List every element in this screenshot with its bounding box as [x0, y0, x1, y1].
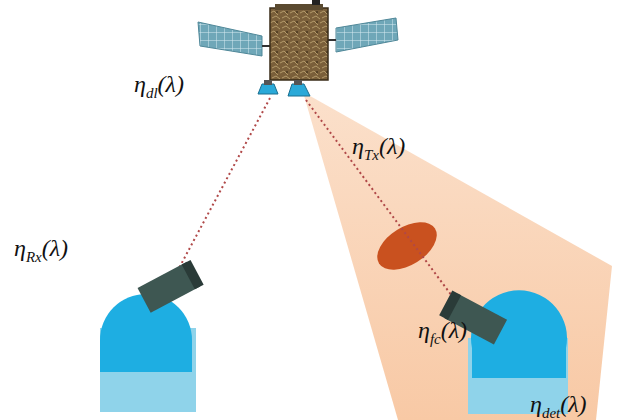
efficiency-label: ηdet(λ): [530, 392, 587, 416]
efficiency-label: ηTx(λ): [352, 134, 405, 158]
efficiency-label: ηfc(λ): [418, 318, 467, 342]
beam-cone: [303, 92, 612, 420]
receiver-telescope: [100, 260, 204, 412]
detector-telescope: [439, 290, 568, 414]
beacon-beam: [306, 100, 452, 296]
satellite: [198, 0, 398, 96]
efficiency-label: ηRx(λ): [14, 236, 68, 260]
efficiency-label: ηdl(λ): [134, 72, 184, 96]
cloud: [369, 212, 445, 279]
downlink-beam: [178, 98, 270, 270]
